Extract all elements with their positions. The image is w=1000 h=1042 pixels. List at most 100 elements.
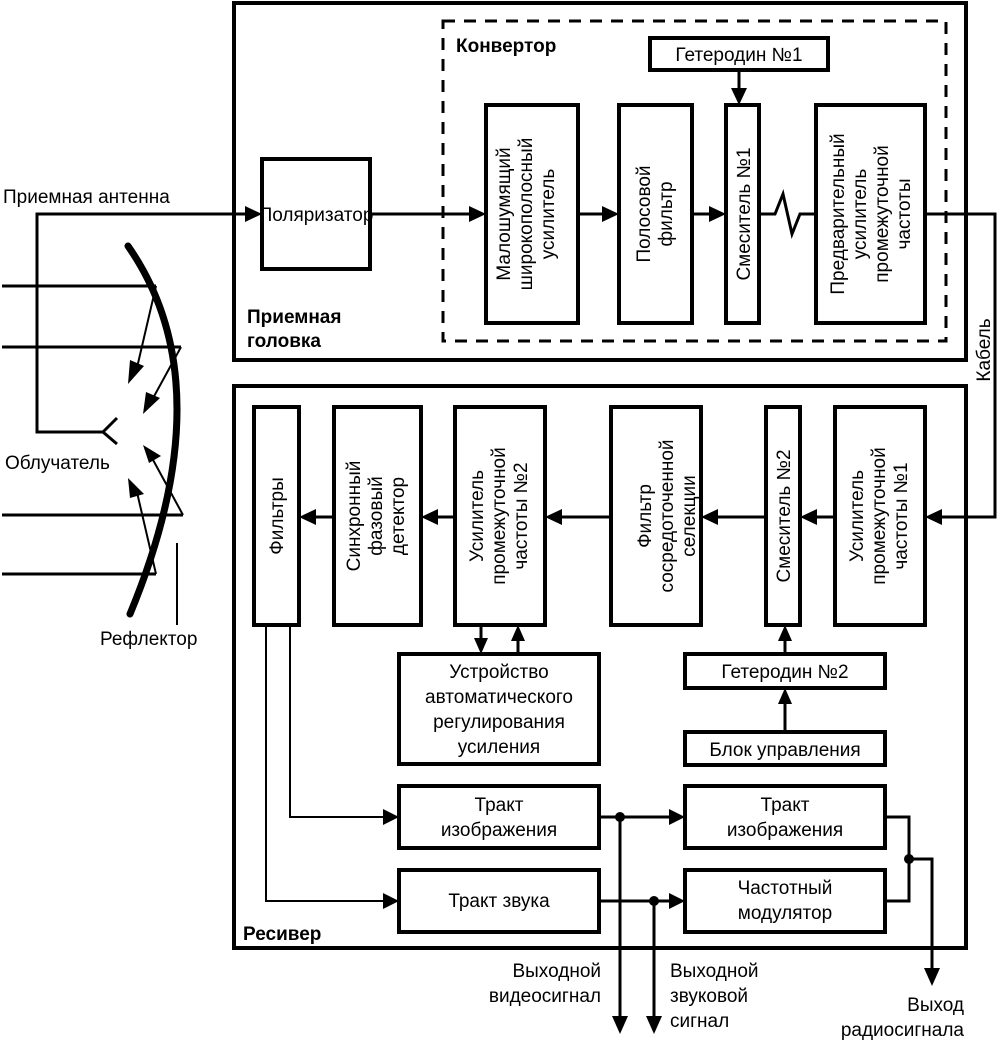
block-lna-label-2: широкополосный: [516, 138, 537, 291]
arrowhead: [143, 392, 160, 414]
block-if-amp-1-label-2: промежуточной: [869, 447, 890, 584]
reflected-ray: [135, 487, 157, 575]
arrowhead: [669, 893, 685, 909]
feed-line: [35, 212, 245, 434]
connector: [265, 625, 384, 902]
arrowhead: [143, 445, 161, 463]
block-if-amp-1: [833, 405, 927, 627]
reflected-ray: [151, 346, 182, 401]
cable-label: Кабель: [974, 318, 995, 381]
block-lo1-label: Гетеродин №1: [675, 45, 802, 66]
video-output-label-2: видеосигнал: [489, 986, 601, 1007]
block-lumped-filter-label-1: Фильтр: [635, 484, 656, 548]
receiving-head-group: [232, 1, 968, 362]
block-mixer-2: [764, 405, 802, 627]
receiver-group: [232, 384, 968, 950]
antenna-label: Приемная антенна: [3, 187, 170, 208]
converter-group: [441, 19, 948, 343]
block-fm-modulator-label-2: модулятор: [738, 903, 832, 924]
audio-output-label-3: сигнал: [670, 1011, 729, 1032]
block-bandpass-filter: [617, 103, 694, 325]
block-filters: [252, 405, 301, 627]
reflector-label: Рефлектор: [100, 629, 197, 650]
block-bandpass-label-1: Полосовой: [634, 165, 655, 262]
block-if-amp-2-label-2: промежуточной: [489, 447, 510, 584]
audio-output-label-1: Выходной: [670, 961, 759, 982]
radio-output-label-2: радиосигнала: [841, 1020, 965, 1041]
arrowhead: [545, 509, 562, 525]
radio-output-label-1: Выход: [907, 995, 964, 1016]
arrowhead: [924, 968, 940, 986]
block-sync-detector-label-2: фазовый: [366, 476, 387, 555]
antenna: [2, 212, 245, 625]
block-preamp-label-3: промежуточной: [872, 145, 893, 282]
video-output-label-1: Выходной: [512, 961, 601, 982]
block-control-label: Блок управления: [709, 740, 860, 761]
arrowhead: [925, 509, 942, 525]
arrowhead: [646, 1016, 662, 1034]
block-lna: [484, 103, 580, 325]
arrowhead: [511, 625, 525, 641]
arrowhead: [469, 206, 486, 222]
block-video-path-1-label-1: Тракт: [475, 795, 524, 816]
connector: [289, 625, 384, 818]
block-agc: [397, 652, 601, 766]
block-agc-label-3: регулирования: [433, 712, 565, 733]
block-agc-label-2: автоматического: [425, 687, 573, 708]
block-filters-label: Фильтры: [267, 477, 288, 554]
arrowhead: [245, 206, 262, 222]
feed-label: Облучатель: [5, 453, 110, 474]
block-local-oscillator-1: [648, 36, 830, 72]
block-fm-modulator-label-1: Частотный: [738, 878, 833, 899]
arrowhead: [709, 206, 726, 222]
arrowhead: [128, 478, 144, 498]
receiving-head-label-2: головка: [247, 331, 321, 352]
block-lna-label-1: Малошумящий: [494, 147, 515, 280]
converter-label: Конвертор: [456, 36, 556, 57]
arrowhead: [421, 509, 438, 525]
block-polarizer-label: Поляризатор: [259, 205, 374, 226]
arrowhead: [128, 360, 144, 384]
reflected-ray: [151, 457, 184, 516]
zigzag-connector: [759, 188, 816, 240]
block-if-amp-2-label-3: частоты №2: [511, 462, 532, 569]
arrowhead: [602, 206, 619, 222]
arrowhead: [669, 809, 685, 825]
block-lna-label-3: усилитель: [538, 169, 559, 260]
block-sync-detector-label-1: Синхронный: [344, 461, 365, 572]
block-mixer-2-label: Смеситель №2: [774, 449, 795, 582]
receiver-label: Ресивер: [243, 924, 321, 945]
block-preamp-label-4: частоты: [894, 179, 915, 250]
reflected-ray: [135, 285, 157, 373]
block-video-path-2-label-2: изображения: [727, 820, 843, 841]
block-bandpass-label-2: фильтр: [656, 181, 677, 246]
block-mixer-1-label: Смеситель №1: [734, 147, 755, 280]
block-video-path-1-label-2: изображения: [441, 820, 557, 841]
receiving-head-label-1: Приемная: [247, 307, 341, 328]
block-lumped-filter-label-2: сосредоточенной: [657, 439, 678, 592]
arrowhead: [778, 625, 792, 641]
arrowhead: [383, 893, 399, 909]
block-agc-label-1: Устройство: [449, 662, 548, 683]
feed-horn-icon: [100, 416, 119, 446]
block-agc-label-4: усиления: [458, 737, 540, 758]
block-if-amp-1-label-3: частоты №1: [891, 462, 912, 569]
block-video-path-2-label-1: Тракт: [761, 795, 810, 816]
arrowhead: [731, 88, 747, 105]
block-if-amp-1-label-1: Усилитель: [847, 470, 868, 562]
arrowhead: [299, 509, 316, 525]
block-if-amp-2-label-1: Усилитель: [467, 470, 488, 562]
arrowhead: [800, 509, 817, 525]
block-preamp-label-1: Предварительный: [828, 133, 849, 294]
radio-output-line: [909, 857, 934, 970]
block-fm-modulator: [683, 868, 887, 934]
block-if-amp-2: [453, 405, 547, 627]
arrowhead: [701, 509, 718, 525]
block-sync-detector-label-3: детектор: [388, 477, 409, 555]
audio-output-label-2: звуковой: [670, 986, 748, 1007]
block-preamp-if: [814, 103, 927, 325]
block-lo2-label: Гетеродин №2: [721, 662, 848, 683]
arrowhead: [383, 809, 399, 825]
block-audio-path-label: Тракт звука: [448, 891, 550, 912]
